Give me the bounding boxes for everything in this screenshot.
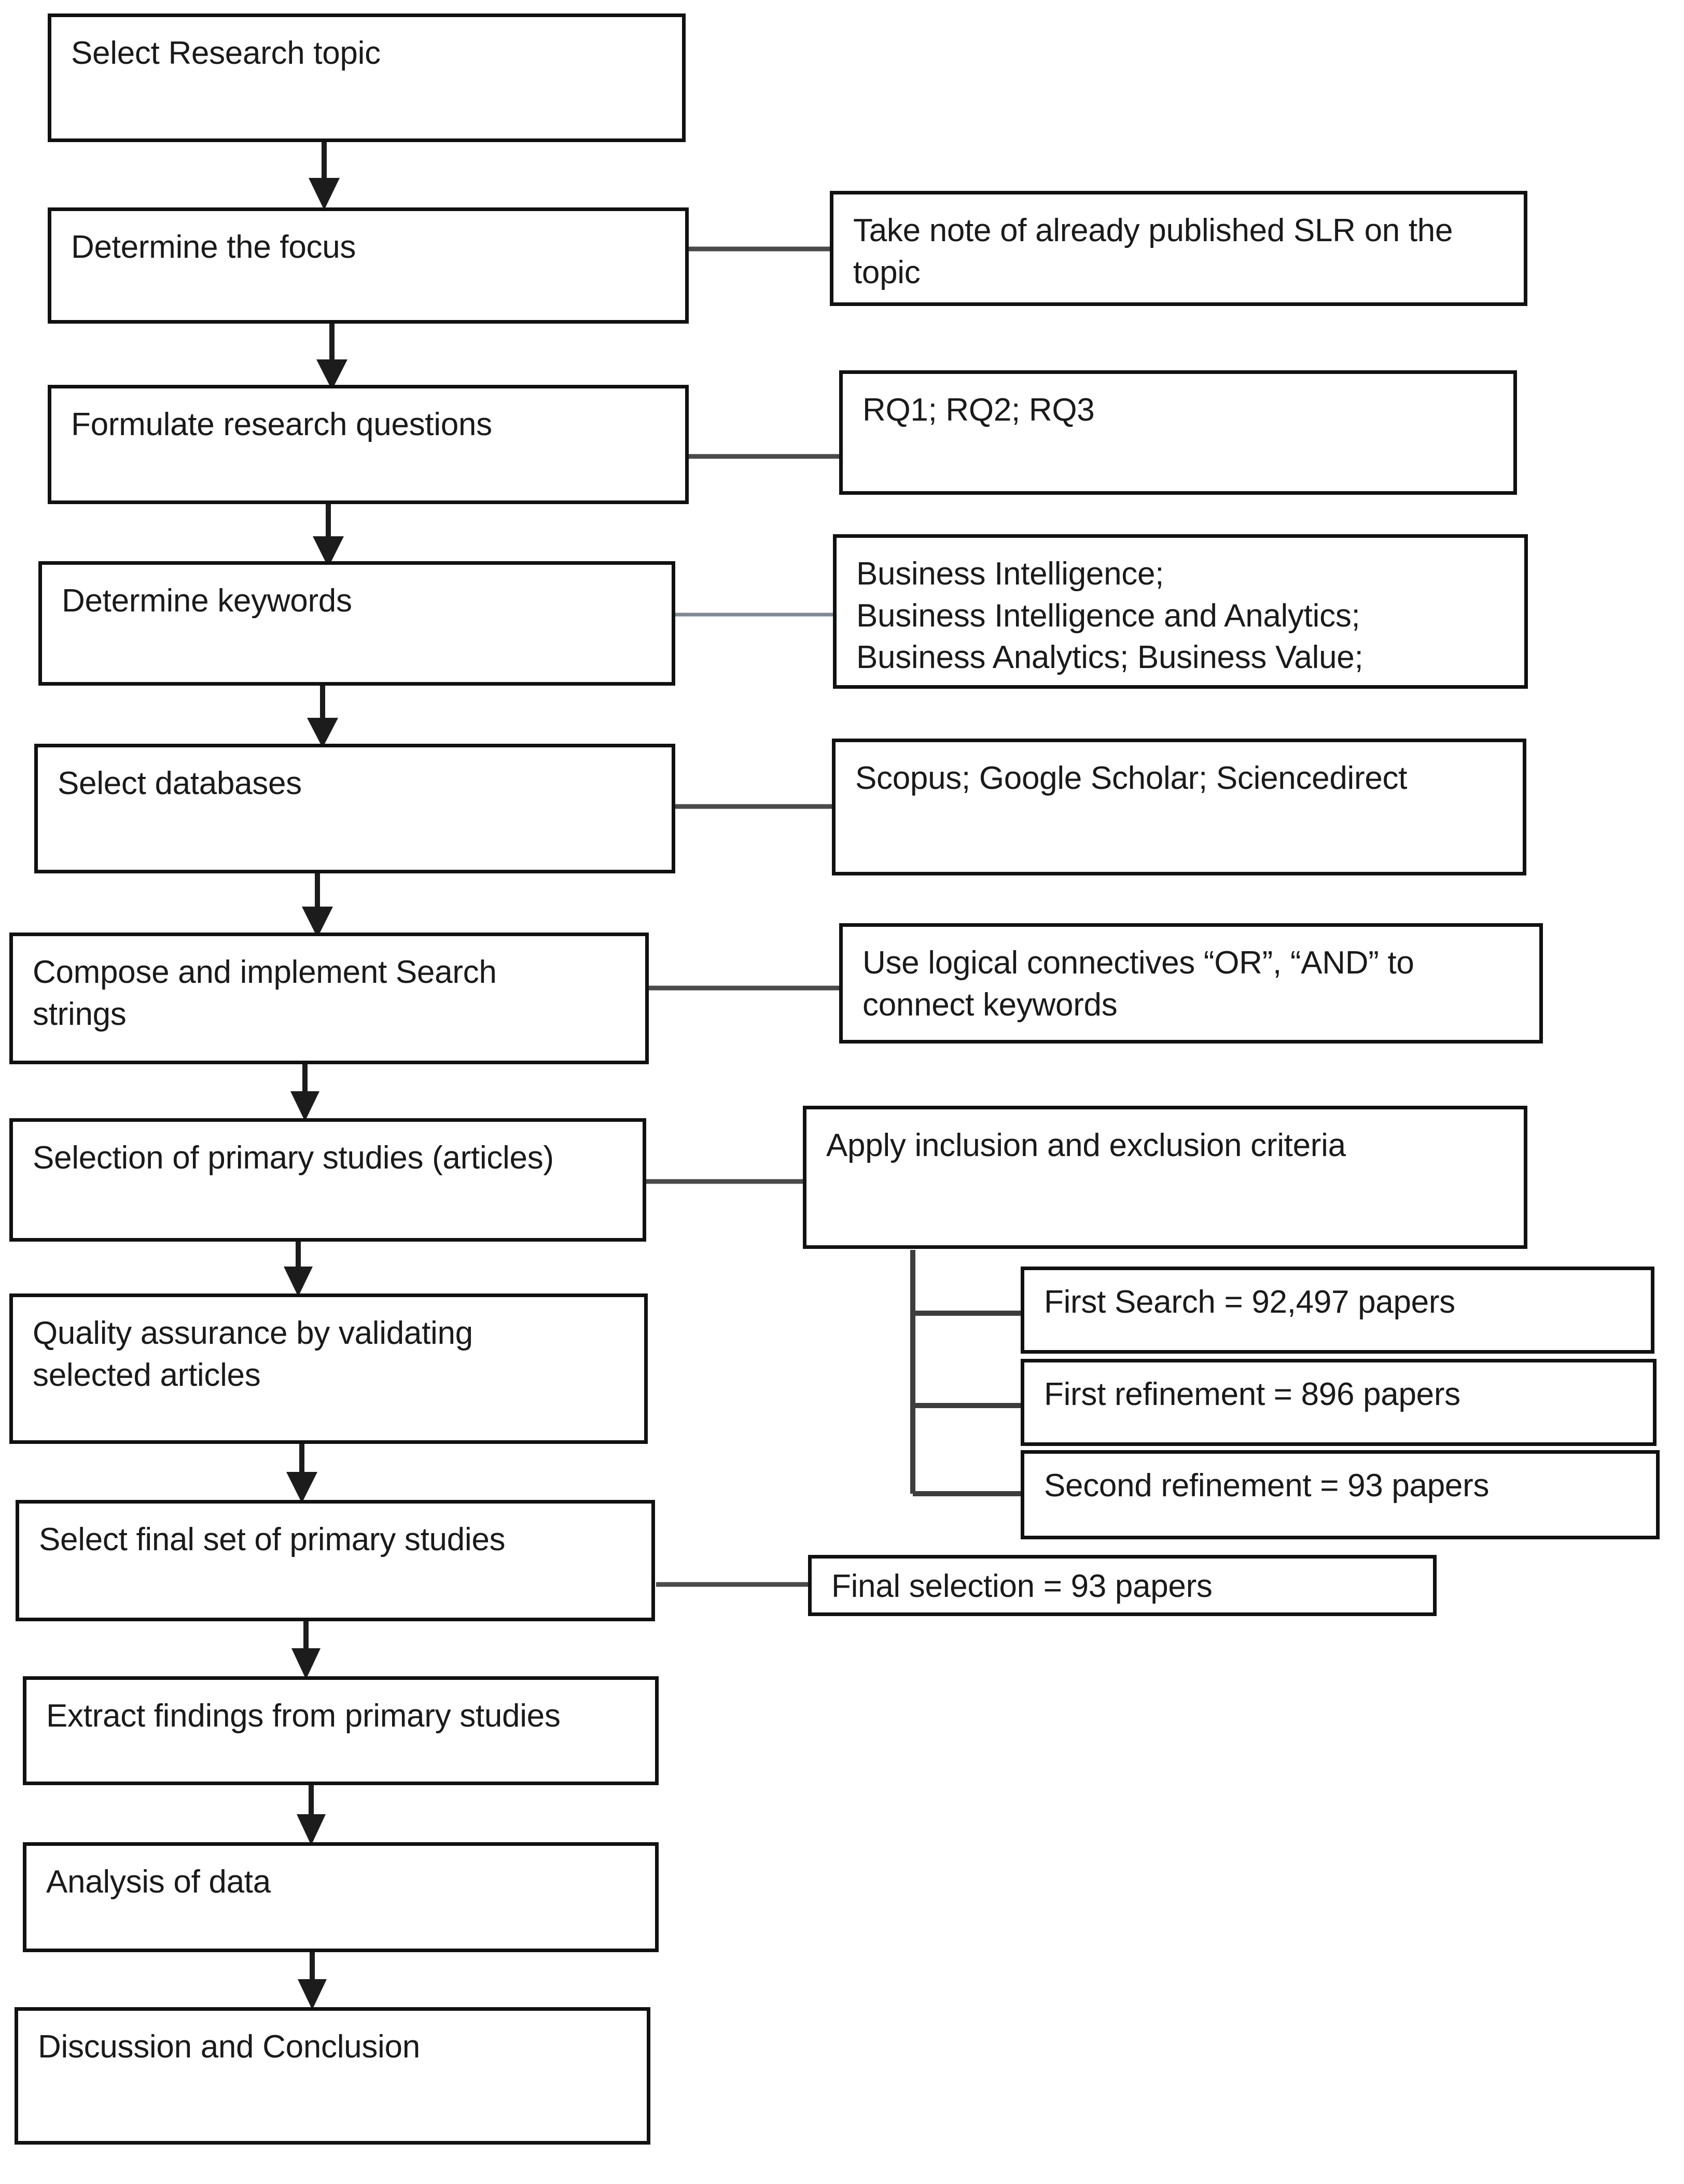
arrow-determine-keywords-to-select-databases [307, 685, 338, 748]
step-compose-search-strings[interactable]: Compose and implement Search strings [9, 933, 649, 1064]
step-label: Select final set of primary studies [39, 1522, 506, 1557]
step-quality-assurance[interactable]: Quality assurance by validating selected… [9, 1293, 648, 1444]
note-research-questions[interactable]: RQ1; RQ2; RQ3 [839, 370, 1517, 495]
note-label: Scopus; Google Scholar; Sciencedirect [855, 760, 1408, 796]
result-label: First Search = 92,497 papers [1044, 1284, 1455, 1320]
note-label: Apply inclusion and exclusion criteria [826, 1128, 1346, 1163]
step-label: Extract findings from primary studies [46, 1698, 561, 1734]
note-final-selection[interactable]: Final selection = 93 papers [808, 1555, 1437, 1616]
result-label: First refinement = 896 papers [1044, 1376, 1460, 1412]
step-label: Determine the focus [71, 229, 356, 265]
note-label: RQ1; RQ2; RQ3 [862, 392, 1095, 428]
step-label: Selection of primary studies (articles) [33, 1140, 554, 1176]
arrow-formulate-questions-to-determine-keywords [313, 502, 344, 567]
step-label: Quality assurance by validating selected… [33, 1315, 473, 1393]
note-label: Business Intelligence; Business Intellig… [856, 556, 1363, 676]
note-published-slr[interactable]: Take note of already published SLR on th… [830, 191, 1527, 306]
step-label: Analysis of data [46, 1864, 271, 1900]
arrow-select-databases-to-compose-search-strings [302, 871, 333, 938]
arrow-determine-focus-to-formulate-questions [316, 322, 347, 390]
arrow-quality-assurance-to-select-final-set [286, 1442, 317, 1503]
result-second-refinement[interactable]: Second refinement = 93 papers [1021, 1450, 1660, 1539]
step-label: Compose and implement Search strings [33, 954, 497, 1032]
step-select-final-set[interactable]: Select final set of primary studies [16, 1500, 655, 1621]
step-label: Select databases [58, 766, 302, 801]
note-keywords[interactable]: Business Intelligence; Business Intellig… [833, 534, 1528, 689]
note-label: Take note of already published SLR on th… [853, 213, 1453, 290]
tree-branch-results [910, 1250, 1024, 1496]
arrow-analysis-of-data-to-discussion-conclusion [298, 1950, 327, 2010]
step-label: Formulate research questions [71, 407, 492, 442]
step-label: Discussion and Conclusion [38, 2029, 420, 2065]
step-select-databases[interactable]: Select databases [34, 744, 675, 873]
step-selection-of-primary-studies[interactable]: Selection of primary studies (articles) [9, 1118, 646, 1242]
note-label: Use logical connectives “OR”, “AND” to c… [862, 945, 1414, 1023]
arrow-compose-search-strings-to-selection-primary-studies [290, 1062, 319, 1121]
result-first-refinement[interactable]: First refinement = 896 papers [1021, 1359, 1657, 1446]
note-inclusion-exclusion[interactable]: Apply inclusion and exclusion criteria [803, 1106, 1527, 1249]
note-databases[interactable]: Scopus; Google Scholar; Sciencedirect [832, 739, 1526, 875]
step-extract-findings[interactable]: Extract findings from primary studies [23, 1676, 659, 1785]
result-label: Final selection = 93 papers [831, 1568, 1213, 1604]
note-logical-connectives[interactable]: Use logical connectives “OR”, “AND” to c… [839, 923, 1543, 1044]
step-formulate-research-questions[interactable]: Formulate research questions [48, 385, 689, 504]
step-analysis-of-data[interactable]: Analysis of data [23, 1842, 659, 1952]
arrow-extract-findings-to-analysis-of-data [297, 1783, 326, 1845]
arrow-select-topic-to-determine-focus [309, 140, 340, 210]
step-label: Select Research topic [71, 35, 381, 71]
step-select-research-topic[interactable]: Select Research topic [48, 13, 686, 142]
step-label: Determine keywords [62, 583, 352, 619]
result-first-search[interactable]: First Search = 92,497 papers [1021, 1267, 1654, 1354]
result-label: Second refinement = 93 papers [1044, 1468, 1490, 1504]
step-determine-the-focus[interactable]: Determine the focus [48, 207, 689, 324]
arrow-select-final-set-to-extract-findings [291, 1619, 321, 1679]
step-discussion-and-conclusion[interactable]: Discussion and Conclusion [15, 2007, 650, 2145]
arrow-selection-primary-studies-to-quality-assurance [284, 1240, 313, 1297]
step-determine-keywords[interactable]: Determine keywords [38, 561, 675, 686]
